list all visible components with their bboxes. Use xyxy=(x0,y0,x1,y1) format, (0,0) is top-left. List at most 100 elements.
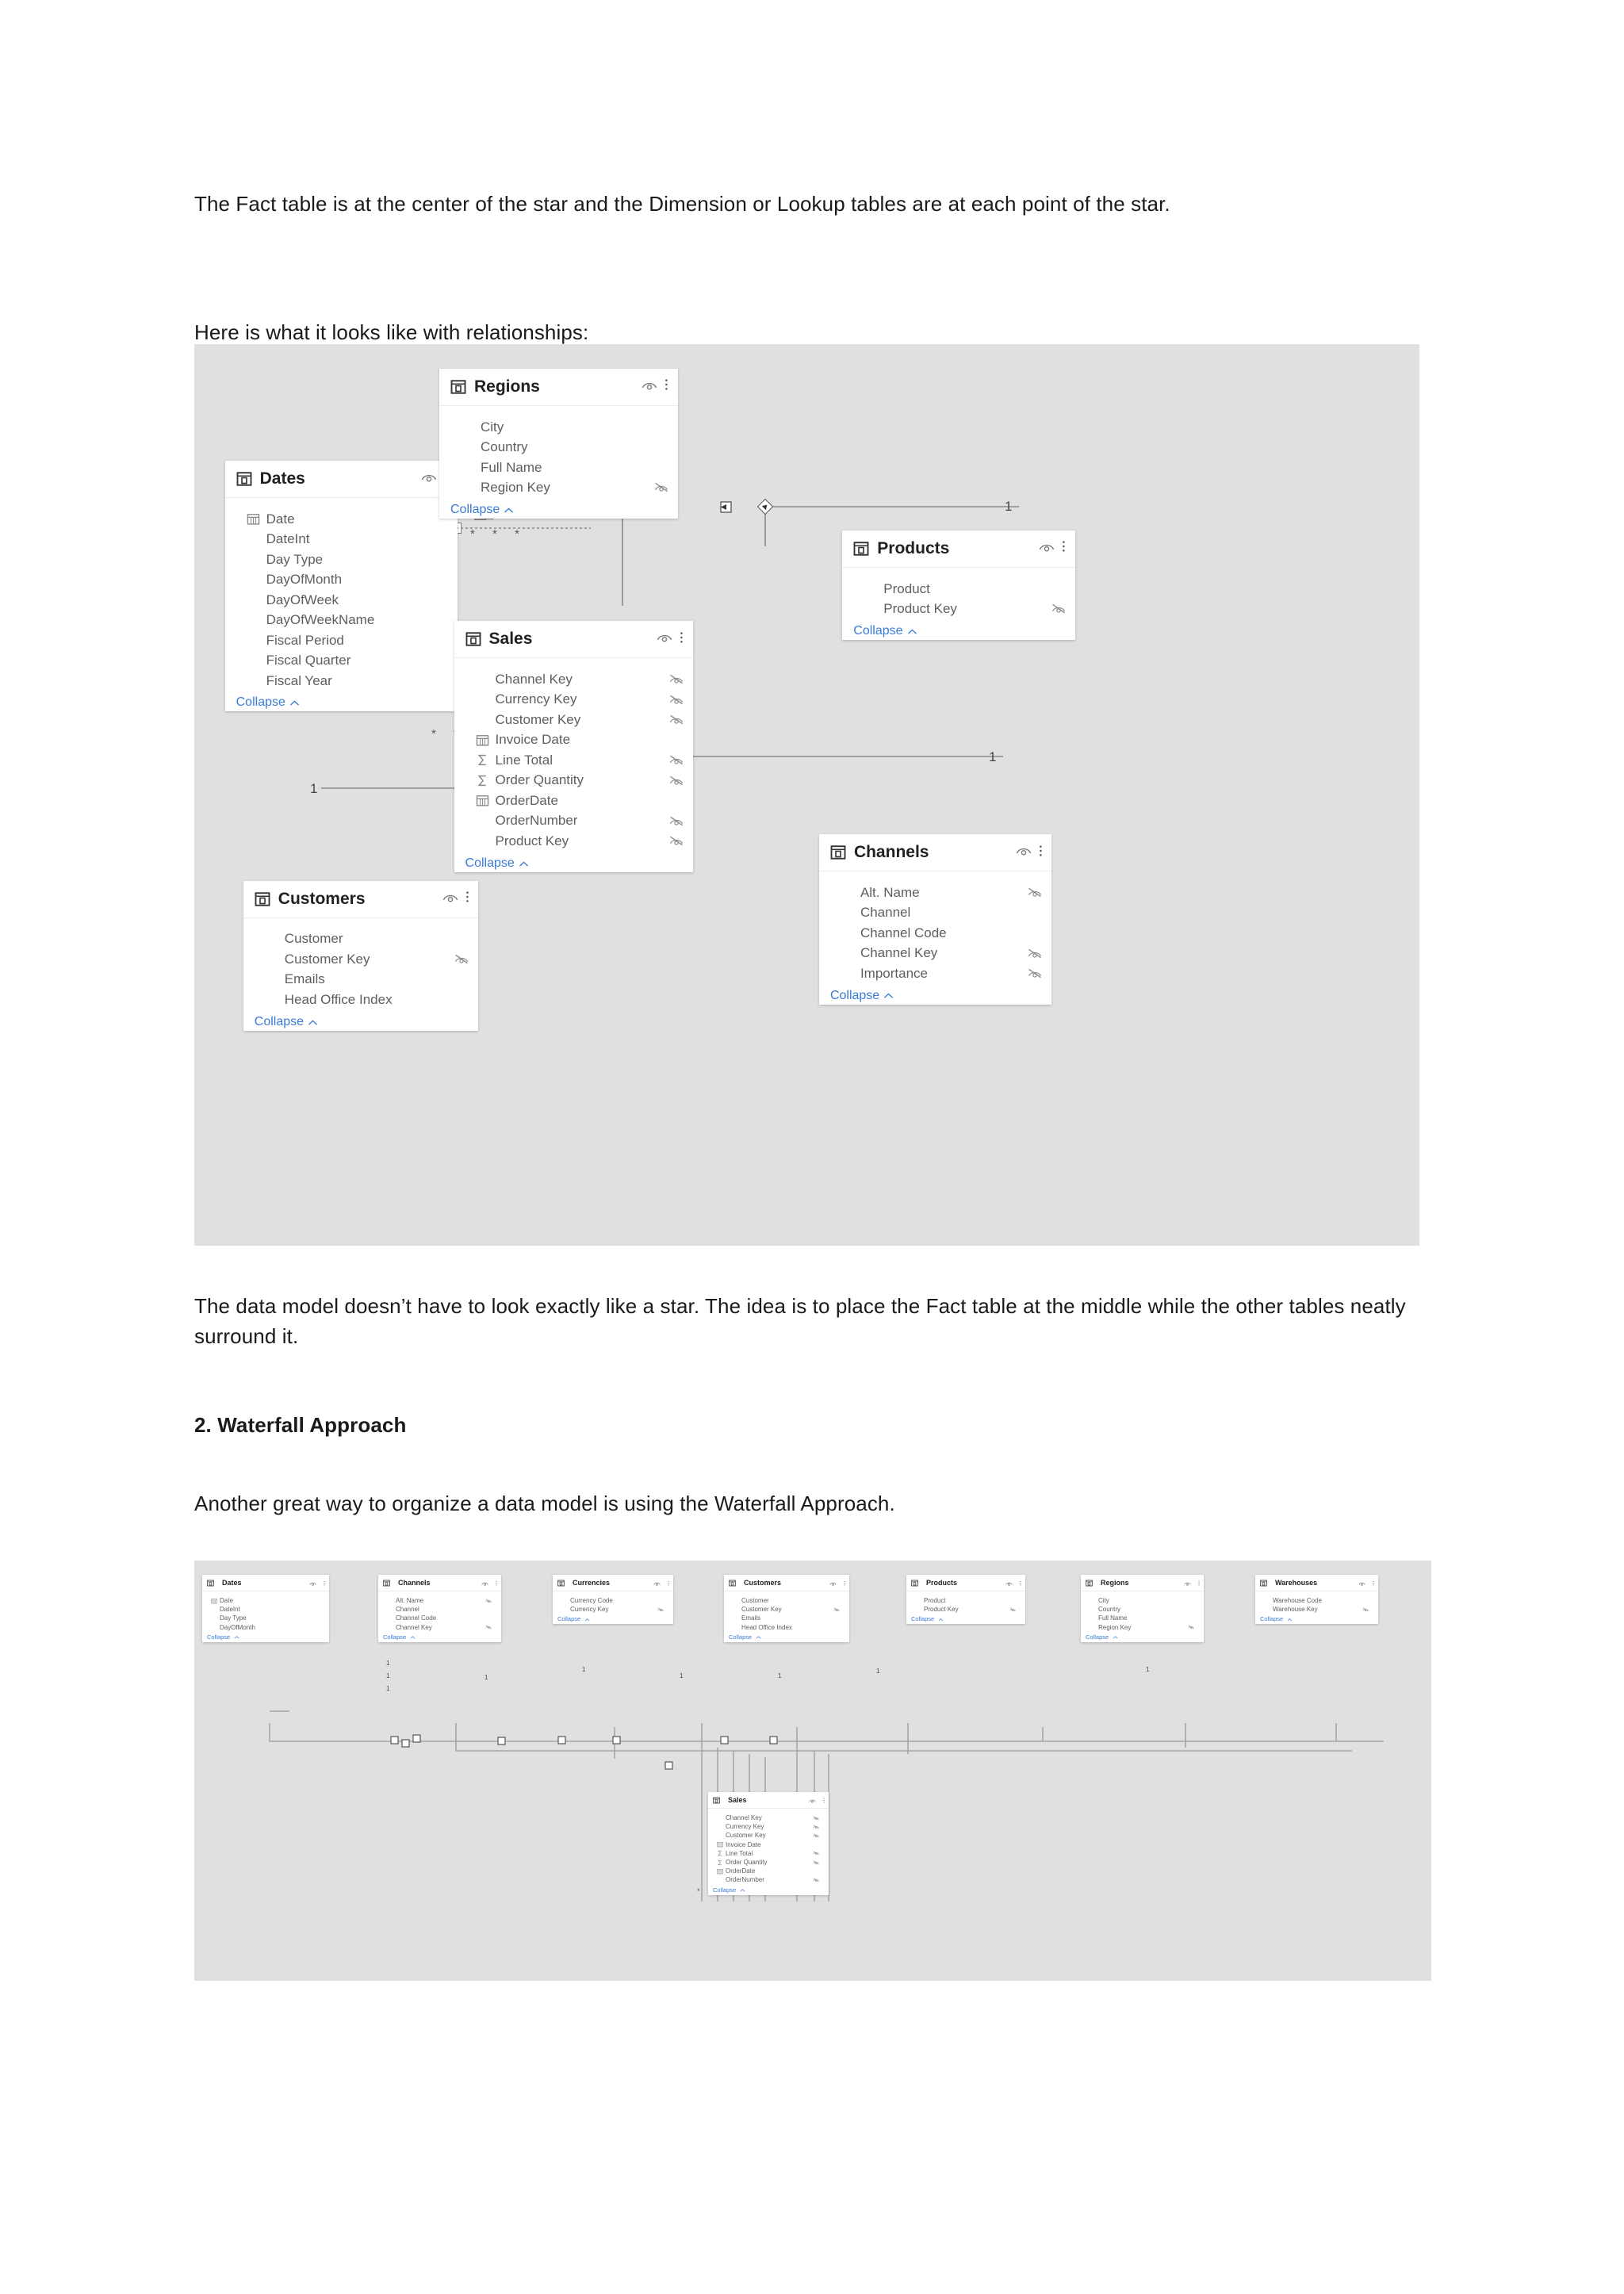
more-options-icon[interactable] xyxy=(668,1576,669,1590)
collapse-button[interactable]: Collapse xyxy=(378,1633,501,1641)
field-row[interactable]: Alt. Name xyxy=(819,883,1052,903)
hidden-eye-slash-icon[interactable] xyxy=(813,1878,819,1882)
field-row[interactable]: DayOfWeekName xyxy=(225,610,458,630)
field-row[interactable]: Product Key xyxy=(906,1605,1025,1614)
field-row[interactable]: Region Key xyxy=(439,477,678,498)
hidden-eye-slash-icon[interactable] xyxy=(669,776,684,786)
eye-visibility-icon[interactable] xyxy=(809,1793,816,1807)
collapse-button[interactable]: Collapse xyxy=(225,695,458,710)
hidden-eye-slash-icon[interactable] xyxy=(485,1625,492,1630)
collapse-button[interactable]: Collapse xyxy=(243,1015,479,1029)
hidden-eye-slash-icon[interactable] xyxy=(669,714,684,725)
field-row[interactable]: Channel Key xyxy=(378,1623,501,1632)
field-row[interactable]: Customer Key xyxy=(454,710,693,730)
collapse-button[interactable]: Collapse xyxy=(842,624,1075,638)
field-row[interactable]: Currency Key xyxy=(708,1822,829,1831)
field-row[interactable]: Product Key xyxy=(454,831,693,852)
field-row[interactable]: Channel xyxy=(378,1605,501,1614)
field-row[interactable]: Date xyxy=(225,509,458,530)
field-row[interactable]: Alt. Name xyxy=(378,1596,501,1605)
field-row[interactable]: OrderNumber xyxy=(708,1875,829,1884)
field-row[interactable]: Customer xyxy=(724,1596,849,1605)
hidden-eye-slash-icon[interactable] xyxy=(669,836,684,846)
hidden-eye-slash-icon[interactable] xyxy=(1028,948,1042,959)
field-row[interactable]: Channel Code xyxy=(819,923,1052,944)
field-row[interactable]: Day Type xyxy=(225,550,458,570)
field-row[interactable]: Full Name xyxy=(1081,1614,1204,1622)
collapse-button[interactable]: Collapse xyxy=(906,1615,1025,1622)
hidden-eye-slash-icon[interactable] xyxy=(1009,1607,1016,1612)
field-row[interactable]: City xyxy=(1081,1596,1204,1605)
field-row[interactable]: DateInt xyxy=(202,1605,329,1614)
hidden-eye-slash-icon[interactable] xyxy=(1051,603,1066,614)
hidden-eye-slash-icon[interactable] xyxy=(813,1859,819,1865)
collapse-button[interactable]: Collapse xyxy=(724,1633,849,1641)
field-row[interactable]: DateInt xyxy=(225,529,458,550)
more-options-icon[interactable] xyxy=(1020,1576,1021,1590)
hidden-eye-slash-icon[interactable] xyxy=(657,1607,664,1612)
field-row[interactable]: Country xyxy=(1081,1605,1204,1614)
field-row[interactable]: Line Total xyxy=(708,1849,829,1858)
hidden-eye-slash-icon[interactable] xyxy=(1028,887,1042,898)
field-row[interactable]: Currency Key xyxy=(454,690,693,710)
more-options-icon[interactable] xyxy=(1373,1576,1374,1590)
field-row[interactable]: Day Type xyxy=(202,1614,329,1622)
field-row[interactable]: Emails xyxy=(243,970,479,990)
field-row[interactable]: DayOfMonth xyxy=(225,569,458,590)
field-row[interactable]: Customer Key xyxy=(708,1831,829,1840)
field-row[interactable]: Head Office Index xyxy=(724,1623,849,1632)
eye-visibility-icon[interactable] xyxy=(442,892,458,906)
field-row[interactable]: Channel Key xyxy=(708,1813,829,1822)
collapse-button[interactable]: Collapse xyxy=(202,1633,329,1641)
field-row[interactable]: Fiscal Quarter xyxy=(225,650,458,671)
hidden-eye-slash-icon[interactable] xyxy=(454,954,469,964)
field-row[interactable]: Country xyxy=(439,437,678,458)
hidden-eye-slash-icon[interactable] xyxy=(1362,1607,1369,1612)
field-row[interactable]: Date xyxy=(202,1596,329,1605)
collapse-button[interactable]: Collapse xyxy=(454,856,693,871)
collapse-button[interactable]: Collapse xyxy=(819,989,1052,1003)
hidden-eye-slash-icon[interactable] xyxy=(813,1833,819,1838)
hidden-eye-slash-icon[interactable] xyxy=(654,482,668,492)
more-options-icon[interactable] xyxy=(680,631,684,648)
hidden-eye-slash-icon[interactable] xyxy=(669,755,684,765)
eye-visibility-icon[interactable] xyxy=(829,1576,837,1590)
more-options-icon[interactable] xyxy=(823,1793,825,1807)
collapse-button[interactable]: Collapse xyxy=(1255,1615,1378,1622)
eye-visibility-icon[interactable] xyxy=(1039,542,1055,556)
field-row[interactable]: Line Total xyxy=(454,750,693,771)
hidden-eye-slash-icon[interactable] xyxy=(669,695,684,705)
field-row[interactable]: DayOfWeek xyxy=(225,590,458,611)
eye-visibility-icon[interactable] xyxy=(421,472,437,486)
field-row[interactable]: Head Office Index xyxy=(243,990,479,1010)
field-row[interactable]: City xyxy=(439,417,678,438)
field-row[interactable]: Customer xyxy=(243,929,479,950)
field-row[interactable]: Order Quantity xyxy=(454,771,693,791)
collapse-button[interactable]: Collapse xyxy=(439,503,678,517)
hidden-eye-slash-icon[interactable] xyxy=(669,674,684,684)
more-options-icon[interactable] xyxy=(1039,844,1043,861)
field-row[interactable]: Channel Code xyxy=(378,1614,501,1622)
field-row[interactable]: Full Name xyxy=(439,458,678,478)
field-row[interactable]: Importance xyxy=(819,963,1052,984)
eye-visibility-icon[interactable] xyxy=(653,1576,661,1590)
hidden-eye-slash-icon[interactable] xyxy=(813,1825,819,1829)
hidden-eye-slash-icon[interactable] xyxy=(813,1815,819,1821)
hidden-eye-slash-icon[interactable] xyxy=(813,1851,819,1855)
field-row[interactable]: Currency Key xyxy=(553,1605,673,1614)
field-row[interactable]: OrderNumber xyxy=(454,811,693,832)
field-row[interactable]: Product xyxy=(842,579,1075,599)
field-row[interactable]: Invoice Date xyxy=(708,1840,829,1849)
field-row[interactable]: Channel xyxy=(819,903,1052,924)
field-row[interactable]: Customer Key xyxy=(724,1605,849,1614)
